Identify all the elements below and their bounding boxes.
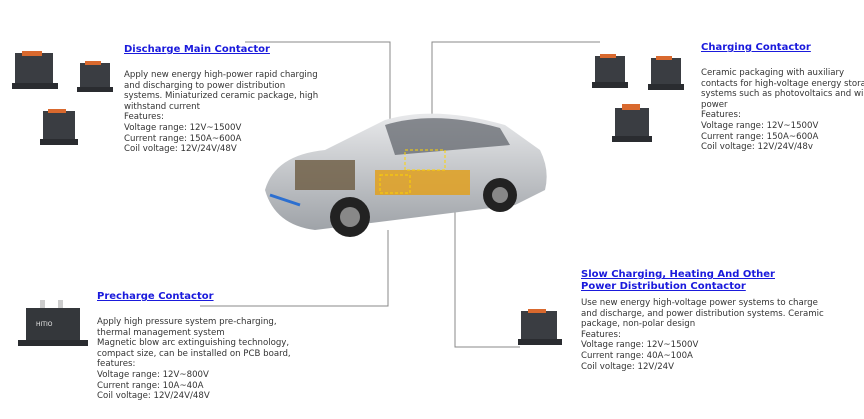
electric-car-illustration [265,113,547,237]
desc-line: Ceramic packaging with auxiliary [701,68,845,78]
precharge-description: Apply high pressure system pre-charging,… [97,317,291,402]
desc-line: systems. Miniaturized ceramic package, h… [124,91,319,102]
desc-line: Use new energy high-voltage power system… [581,298,818,308]
desc-line: Apply high pressure system pre-charging, [97,317,277,327]
slow-charging-description: Use new energy high-voltage power system… [581,298,824,372]
desc-line: Magnetic blow arc extinguishing technolo… [97,338,290,349]
desc-line: and discharging to power distribution [124,80,286,91]
desc-line: thermal management system [97,327,225,338]
precharge-relay-image: HITIO [18,300,88,346]
desc-line: Voltage range: 12V~1500V [581,340,699,351]
discharge-title-link[interactable]: Discharge Main Contactor [124,44,270,55]
desc-line: Current range: 150A~600A [701,131,819,142]
battery-pack [375,170,470,195]
relay-image [592,54,628,88]
title-line: Slow Charging, Heating And Other [581,269,775,280]
desc-line: features: [97,359,136,370]
slow-charging-title-link[interactable]: Slow Charging, Heating And Other Power D… [581,269,775,293]
desc-line: Features: [581,329,621,340]
relay-logo: HITIO [36,321,53,328]
desc-line: compact size, can be installed on PCB bo… [97,348,291,359]
desc-line: withstand current [124,101,200,112]
desc-line: Voltage range: 12V~800V [97,369,209,380]
desc-line: Voltage range: 12V~1500V [701,120,819,131]
charging-description: Ceramic packaging with auxiliary contact… [701,68,864,153]
desc-line: Coil voltage: 12V/24V/48V [97,391,210,402]
desc-line: Current range: 40A~100A [581,350,693,361]
desc-line: Coil voltage: 12V/24V/48v [701,142,813,153]
desc-line: package, non-polar design [581,319,696,330]
relay-image [612,104,652,142]
desc-line: Features: [701,110,741,121]
desc-line: Coil voltage: 12V/24V/48V [124,144,237,155]
desc-line: Current range: 10A~40A [97,380,204,391]
desc-line: Current range: 150A~600A [124,133,242,144]
desc-line: power [701,99,728,110]
relay-image [12,51,58,89]
discharge-description: Apply new energy high-power rapid chargi… [124,70,318,155]
desc-line: and discharge, and power distribution sy… [581,308,824,319]
desc-line: Features: [124,112,164,123]
title-line: Power Distribution Contactor [581,281,746,292]
desc-line: contacts for high-voltage energy storage [701,78,864,89]
desc-line: Coil voltage: 12V/24V [581,361,675,372]
precharge-title-link[interactable]: Precharge Contactor [97,291,214,302]
relay-image [518,309,562,345]
desc-line: Voltage range: 12V~1500V [124,122,242,133]
relay-image [648,56,684,90]
relay-image [40,109,78,145]
relay-image [77,61,113,92]
desc-line: Apply new energy high-power rapid chargi… [124,70,318,80]
desc-line: systems such as photovoltaics and wind [701,89,864,100]
charging-title-link[interactable]: Charging Contactor [701,42,811,53]
